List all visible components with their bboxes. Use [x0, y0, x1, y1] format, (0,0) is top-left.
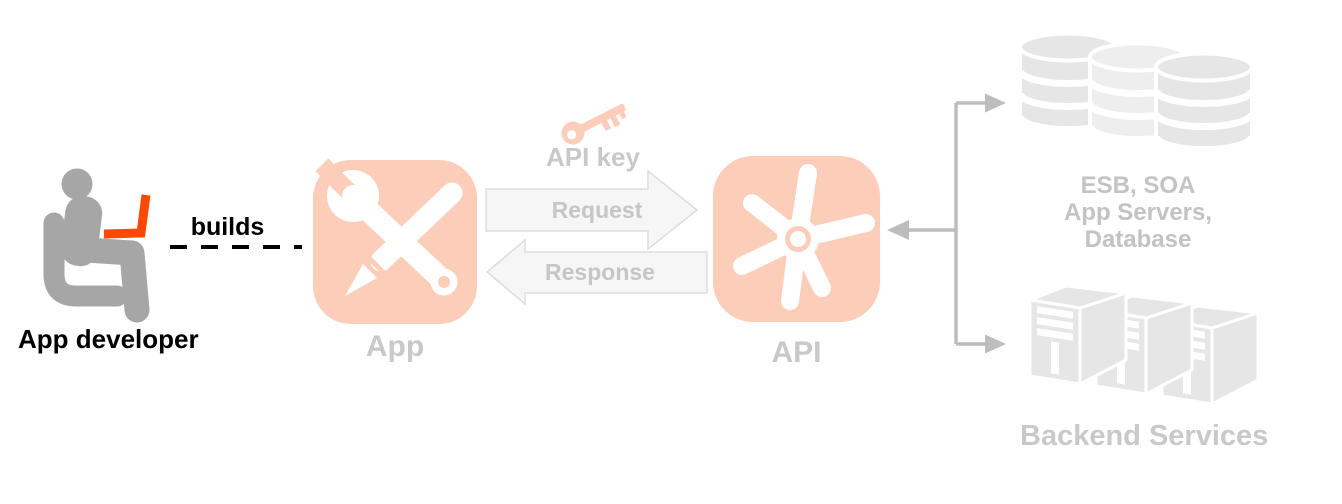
app-developer-icon [43, 168, 151, 323]
esb-label: ESB, SOA App Servers, Database [1038, 172, 1238, 253]
api-key-icon [561, 103, 627, 145]
app-card [313, 158, 477, 324]
connector-arrows [887, 93, 1006, 354]
esb-label-line-1: ESB, SOA [1080, 172, 1196, 199]
laptop-icon [103, 194, 151, 239]
builds-dashed-line [170, 245, 302, 249]
connector-to-databases-arrow [956, 93, 1006, 113]
wrench-pencil-icon [315, 158, 463, 296]
builds-label: builds [190, 213, 265, 241]
esb-label-line-2: App Servers, [1063, 199, 1213, 226]
connector-to-servers-arrow [956, 334, 1006, 354]
api-key-label: API key [546, 142, 640, 172]
api-label: API [771, 336, 822, 369]
pencil-icon [345, 182, 463, 296]
api-gear-icon [733, 164, 875, 310]
connector-to-api-arrow [887, 220, 957, 240]
backend-services-label: Backend Services [1020, 420, 1269, 452]
api-card [713, 156, 880, 322]
app-label: App [365, 330, 425, 363]
response-arrow [485, 238, 708, 306]
person-icon [43, 168, 150, 323]
request-arrow [485, 169, 699, 251]
request-label: Request [551, 197, 643, 223]
esb-label-line-3: Database [1084, 226, 1192, 253]
app-developer-label: App developer [18, 324, 199, 354]
response-label: Response [545, 259, 655, 285]
